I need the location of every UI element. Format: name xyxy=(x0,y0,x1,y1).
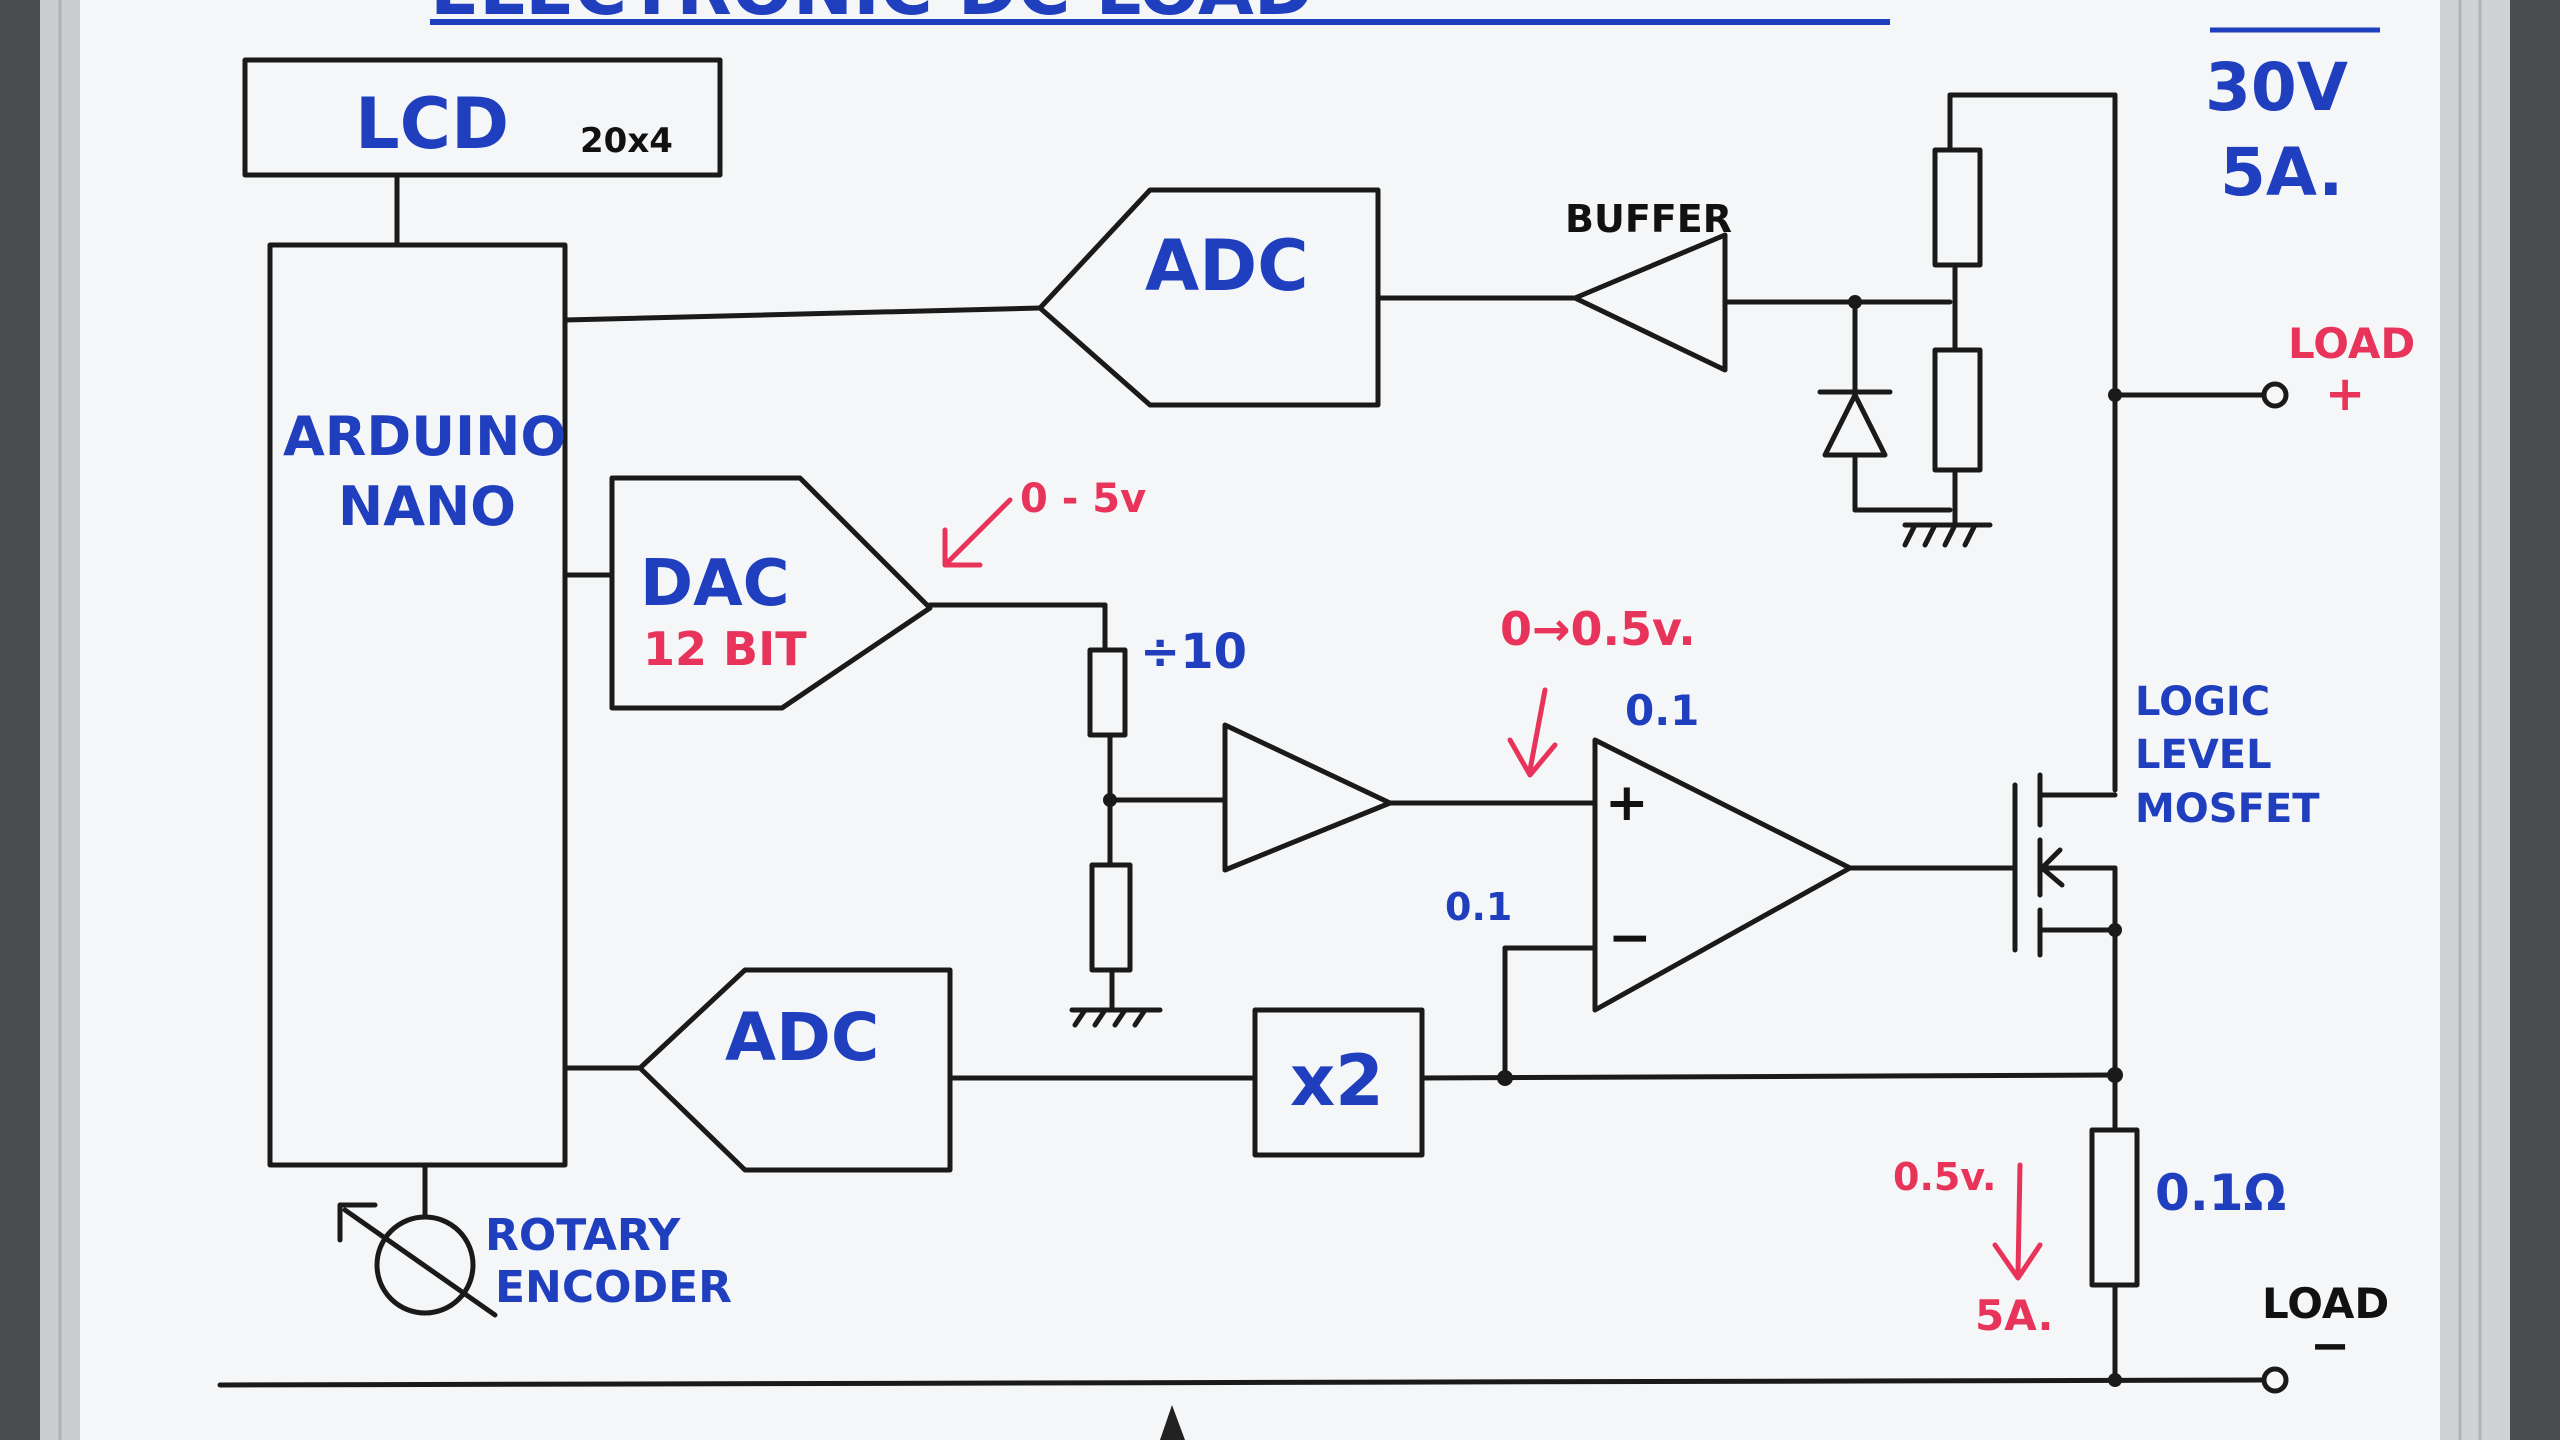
load-plus-label: LOAD xyxy=(2288,319,2415,368)
load-minus-terminal xyxy=(2261,1366,2289,1394)
sense-line xyxy=(1419,1072,2118,1081)
rotary-encoder-symbol xyxy=(374,1214,476,1316)
arduino-label-line2: NANO xyxy=(338,475,516,538)
adc-bottom-block xyxy=(637,967,953,1173)
lcd-label: LCD xyxy=(355,83,509,165)
lcd-size-label: 20x4 xyxy=(580,121,673,161)
shunt-current-label: 5A. xyxy=(1975,1291,2053,1340)
shunt-value-label: 0.1Ω xyxy=(2155,1164,2286,1222)
load-plus-terminal xyxy=(2261,381,2289,409)
dac-label: DAC xyxy=(640,547,790,621)
x2-amp-block xyxy=(1252,1007,1425,1158)
buffer-amp-small xyxy=(1222,722,1393,873)
marker-tip xyxy=(1160,1405,1185,1440)
dac-range-label: 0 - 5v xyxy=(1020,476,1146,522)
arduino-label-line1: ARDUINO xyxy=(283,405,566,468)
mosfet-label-line3: MOSFET xyxy=(2135,786,2320,832)
spec-current: 5A. xyxy=(2220,134,2343,211)
board-frame-right xyxy=(2440,0,2510,1440)
shunt-arrow xyxy=(2015,1162,2023,1278)
mosfet-label-line1: LOGIC xyxy=(2135,679,2270,725)
load-minus-label: LOAD xyxy=(2262,1279,2389,1328)
opamp-plus-sign: + xyxy=(1605,773,1649,833)
encoder-arrow-icon xyxy=(337,1202,378,1243)
opamp-minus-sign: − xyxy=(1608,908,1652,968)
encoder-label-line2: ENCODER xyxy=(495,1262,732,1313)
page-title: ELECTRONIC DC LOAD xyxy=(430,0,1314,31)
adc-bottom-label: ADC xyxy=(725,999,879,1076)
mosfet-label-line2: LEVEL xyxy=(2135,732,2272,778)
opamp-plus-value: 0.1 xyxy=(1625,686,1699,735)
adc-top-label: ADC xyxy=(1145,225,1309,307)
load-minus-sign: − xyxy=(2310,1318,2350,1374)
dac-block xyxy=(609,475,933,711)
buffer-label: BUFFER xyxy=(1565,197,1732,241)
adc-top-to-arduino-wire xyxy=(562,305,1043,323)
x2-label: x2 xyxy=(1290,1040,1384,1122)
opamp-input-arrow xyxy=(1527,687,1548,773)
dac-range-arrow xyxy=(942,497,1013,568)
opamp-input-range-label: 0→0.5v. xyxy=(1500,602,1696,656)
dac-bits-label: 12 BIT xyxy=(643,622,807,676)
arduino-block xyxy=(267,242,568,1168)
whiteboard-surface xyxy=(70,0,2490,1440)
div10-label: ÷10 xyxy=(1140,624,1247,680)
mosfet-arrow xyxy=(2039,847,2065,888)
load-plus-sign: + xyxy=(2325,366,2365,422)
ground-rail xyxy=(217,1377,2268,1388)
opamp xyxy=(1592,737,1853,1013)
lcd-block xyxy=(242,57,723,178)
spec-voltage: 30V xyxy=(2205,49,2348,126)
encoder-label-line1: ROTARY xyxy=(485,1210,681,1261)
opamp-minus-value: 0.1 xyxy=(1445,885,1512,929)
shunt-voltage-label: 0.5v. xyxy=(1893,1155,1996,1199)
